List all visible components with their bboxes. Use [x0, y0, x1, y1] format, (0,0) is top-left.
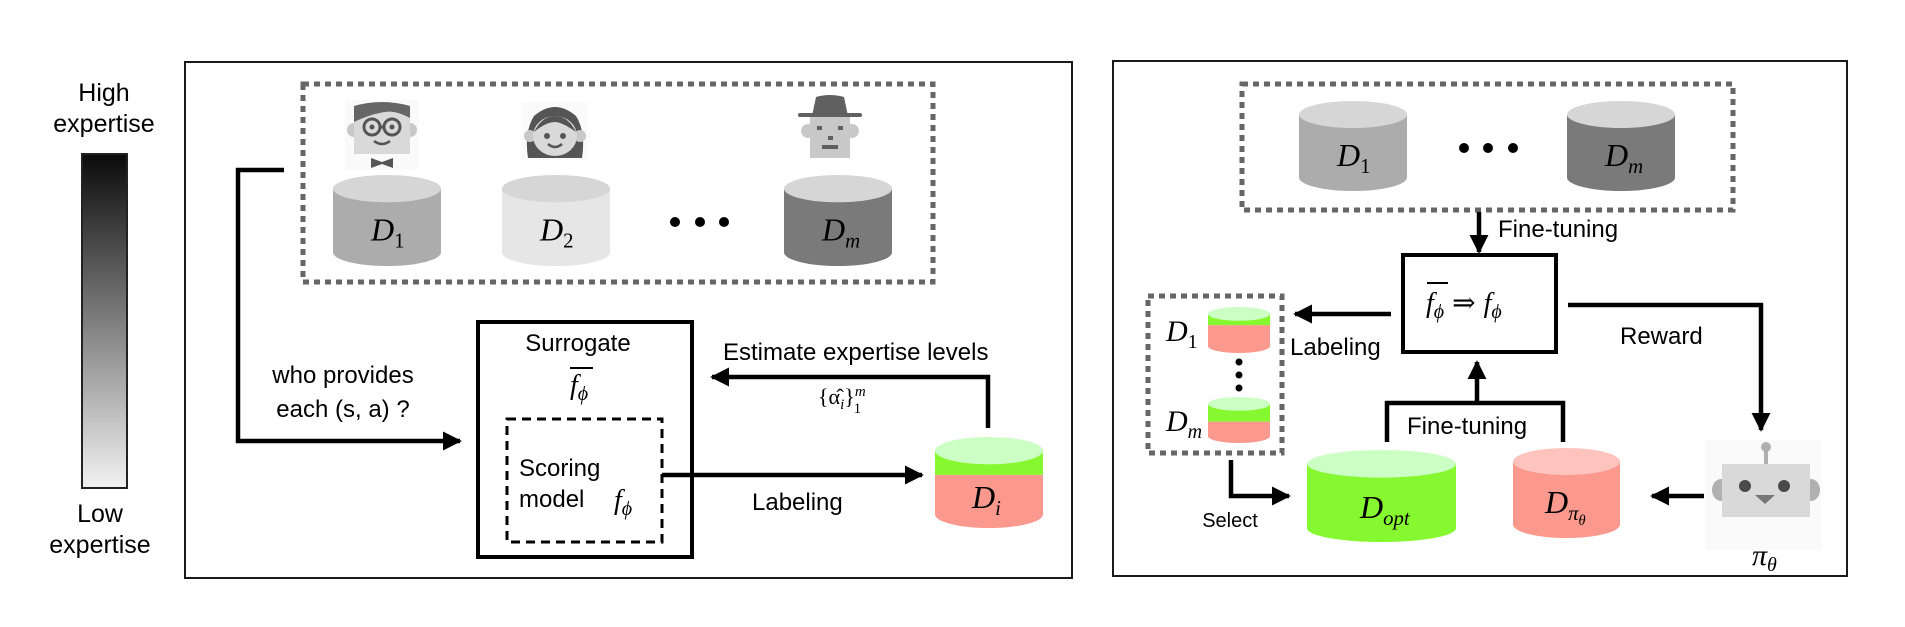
annotator-attribution-arrow [235, 167, 462, 451]
labeling-label: Labeling [752, 489, 843, 516]
man-with-glasses-icon [345, 100, 419, 170]
man-with-hat-icon [798, 95, 862, 158]
policy-dataset-cylinder: Dπθ [1513, 448, 1620, 538]
scoring-label: Scoring [519, 455, 600, 482]
policy-dataset-cylinder-label: Dπθ [1544, 484, 1586, 529]
finetune-bottom-label: Fine-tuning [1407, 413, 1527, 440]
finetune-top-label: Fine-tuning [1498, 216, 1618, 243]
labeled-dataset-cylinder: Di [935, 437, 1043, 528]
dataset-cylinder-2: D2 [502, 175, 610, 266]
right-dataset-cylinder-m-label: Dm [1604, 137, 1643, 178]
scoring-symbol: fϕ [614, 485, 632, 520]
small-labeled-cylinder-1-label: D1 [1165, 315, 1198, 353]
vertical-ellipsis [1235, 358, 1243, 392]
expertise-gradient-bar [81, 153, 128, 489]
reward-arrow [1568, 302, 1771, 432]
datasets-group-box [1239, 81, 1736, 213]
reward-label: Reward [1620, 323, 1703, 350]
right-dataset-cylinder-m: Dm [1567, 101, 1675, 191]
dataset-cylinder-1: D1 [333, 175, 441, 266]
model-transition-formula: fϕ⇒fϕ [1426, 288, 1502, 323]
legend-low-expertise-label: expertise [49, 531, 150, 559]
legend-high-expertise-label: expertise [53, 110, 154, 138]
estimate-expertise-arrow [710, 367, 991, 428]
scoring-model-box [505, 417, 664, 544]
model-label: model [519, 486, 584, 513]
select-arrow [1228, 460, 1291, 506]
surrogate-symbol: fϕ [570, 370, 588, 405]
optimal-dataset-cylinder: Dopt [1307, 450, 1456, 542]
surrogate-model-box [476, 320, 694, 559]
dataset-cylinder-2-label: D2 [539, 212, 574, 253]
labeled-datasets-group-box [1145, 293, 1285, 456]
legend-high-label: High [78, 79, 129, 107]
robot-policy-icon [1705, 440, 1821, 550]
left-ellipsis [670, 217, 729, 227]
optimal-dataset-cylinder-label: Dopt [1359, 489, 1411, 530]
dataset-cylinder-m-label: Dm [821, 212, 860, 253]
small-labeled-cylinder-1 [1208, 307, 1270, 353]
legend-low-label: Low [77, 500, 124, 528]
labeled-dataset-cylinder-label: Di [971, 479, 1001, 520]
woman-icon [522, 102, 588, 160]
estimate-expertise-label: Estimate expertise levels [723, 339, 988, 366]
annotators-group-box [300, 81, 936, 285]
reward-model-box [1401, 253, 1558, 354]
small-labeled-cylinder-m-label: Dm [1165, 405, 1202, 443]
who-provides-label-line2: each (s, a) ? [276, 396, 409, 423]
dataset-cylinder-1-label: D1 [370, 212, 405, 253]
small-labeled-cylinder-m [1208, 397, 1270, 443]
select-label: Select [1202, 510, 1258, 532]
policy-label: πθ [1752, 539, 1777, 576]
right-dataset-cylinder-1: D1 [1299, 101, 1407, 191]
who-provides-label-line1: who provides [271, 362, 413, 389]
right-labeling-label: Labeling [1290, 334, 1381, 361]
dataset-cylinder-m: Dm [784, 175, 892, 266]
expertise-legend: High expertise Low expertise [49, 79, 154, 559]
surrogate-label: Surrogate [525, 330, 630, 357]
left-panel: D1 D2 Dm who provides each (s, a) ? Surrog… [184, 61, 1073, 579]
right-dataset-cylinder-1-label: D1 [1336, 137, 1371, 178]
right-ellipsis [1459, 143, 1518, 153]
